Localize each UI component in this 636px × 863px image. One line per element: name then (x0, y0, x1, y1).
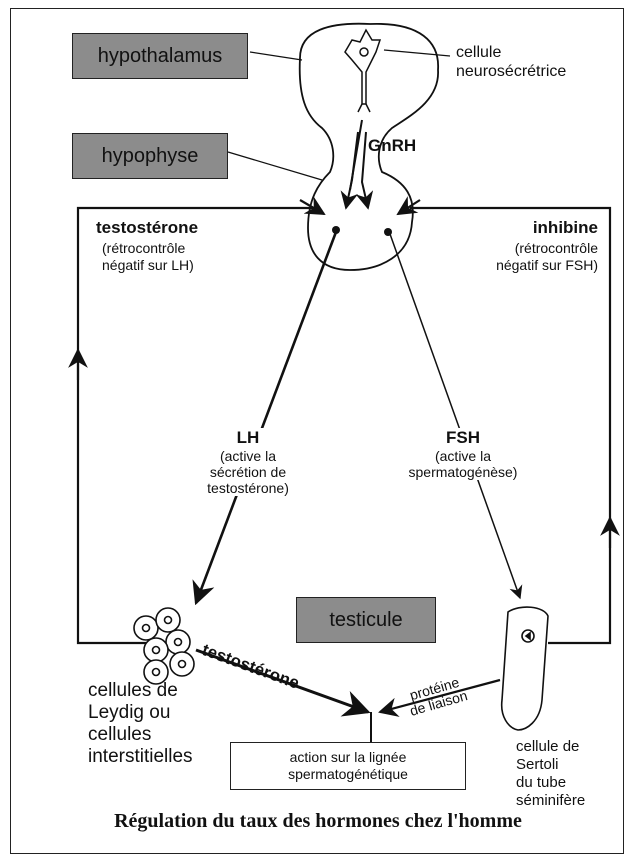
lh-title: LH (188, 428, 308, 448)
hypothalamus-box: hypothalamus (72, 33, 248, 79)
testicule-label: testicule (329, 609, 402, 632)
inhibine-line2: négatif sur FSH) (496, 257, 598, 273)
action-line2: spermatogénétique (288, 766, 408, 783)
leydig-label: cellules de Leydig ou cellules interstit… (88, 680, 193, 767)
lh-line1: (active la (188, 448, 308, 464)
testosterone-feedback-title: testostérone (96, 218, 198, 238)
sertoli-label: cellule de Sertoli du tube séminifère (516, 738, 585, 810)
inhibine-title: inhibine (533, 218, 598, 238)
inhibine-line1: (rétrocontrôle (515, 240, 598, 256)
figure-caption: Régulation du taux des hormones chez l'h… (0, 810, 636, 833)
action-line1: action sur la lignée (288, 749, 408, 766)
sertoli-line2: Sertoli (516, 756, 585, 774)
hypothalamus-pointer (250, 52, 302, 60)
lh-label-block: LH (active la sécrétion de testostérone) (188, 428, 308, 496)
hypophyse-box: hypophyse (72, 133, 228, 179)
lh-arrow (196, 232, 336, 603)
neurosecretory-cell (345, 30, 380, 112)
action-box: action sur la lignée spermatogénétique (230, 742, 466, 790)
sertoli-cell (502, 607, 548, 730)
leydig-line4: interstitielles (88, 746, 193, 768)
fsh-line2: spermatogénèse) (398, 464, 528, 480)
testicule-box: testicule (296, 597, 436, 643)
neuro-cell-label-1: cellule (456, 44, 501, 62)
testosterone-feedback-line (78, 208, 320, 643)
leydig-line3: cellules (88, 724, 193, 746)
gnrh-arrows (346, 120, 368, 208)
sertoli-line1: cellule de (516, 738, 585, 756)
testosterone-feedback-line1: (rétrocontrôle (102, 240, 185, 256)
fsh-arrow (390, 234, 520, 598)
leydig-line1: cellules de (88, 680, 193, 702)
action-text: action sur la lignée spermatogénétique (288, 749, 408, 783)
hypophyse-label: hypophyse (102, 145, 199, 168)
hypothalamus-label: hypothalamus (98, 45, 223, 68)
fsh-label-block: FSH (active la spermatogénèse) (398, 428, 528, 480)
neuro-cell-pointer (384, 50, 450, 56)
sertoli-line3: du tube (516, 774, 585, 792)
testosterone-feedback-line2: négatif sur LH) (102, 257, 194, 273)
lh-line3: testostérone) (188, 480, 308, 496)
hypophyse-pointer (228, 152, 322, 180)
neuro-cell-label-2: neurosécrétrice (456, 63, 566, 81)
lh-line2: sécrétion de (188, 464, 308, 480)
fsh-line1: (active la (398, 448, 528, 464)
inhibine-feedback-line (410, 208, 610, 643)
fsh-title: FSH (398, 428, 528, 448)
gnrh-label: GnRH (368, 136, 416, 156)
leydig-cells (134, 608, 194, 684)
sertoli-line4: séminifère (516, 792, 585, 810)
leydig-line2: Leydig ou (88, 702, 193, 724)
